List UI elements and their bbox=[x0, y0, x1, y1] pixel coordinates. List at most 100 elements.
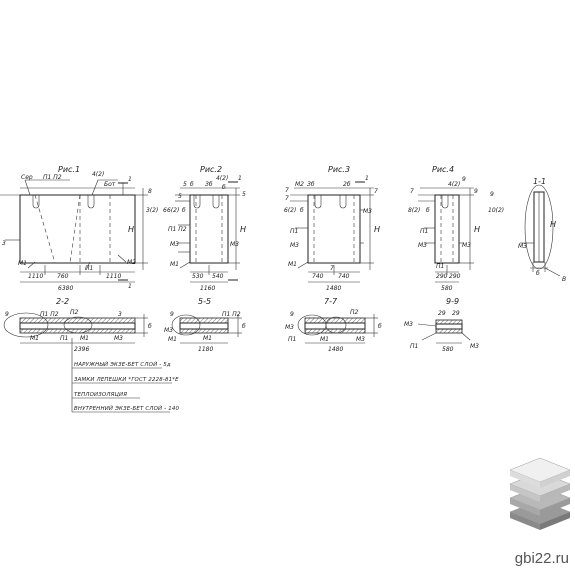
fig1-label-p1p2: П1 П2 bbox=[43, 174, 62, 181]
fig1-label-8: 8 bbox=[148, 188, 152, 195]
site-url[interactable]: gbi22.ru bbox=[514, 550, 569, 567]
figure-4: Рис.4 4(2) 9 9 7 8(2) б П1 М3 М3 10(2) 9… bbox=[408, 165, 504, 292]
fig2-label-62: 6(2) bbox=[167, 207, 179, 214]
s77-label-1480: 1480 bbox=[328, 346, 343, 353]
fig3-label-p1: П1 bbox=[290, 228, 298, 235]
section-9-9: 9-9 М3 29 29 П1 М3 580 bbox=[404, 297, 479, 353]
fig4-label-m3b: М3 bbox=[462, 242, 471, 249]
section-5-5: 5-5 9 П1 П2 М3 М1 М1 б 1180 bbox=[164, 297, 246, 353]
fig1-label-1b: 1 bbox=[128, 283, 132, 290]
fig3-label-1480: 1480 bbox=[326, 285, 341, 292]
fig1-label-h: Н bbox=[128, 225, 134, 234]
fig4-label-82: 8(2) bbox=[408, 207, 420, 214]
stacked-slabs-icon bbox=[509, 457, 571, 530]
s77-caption: 7-7 bbox=[324, 297, 338, 306]
s55-label-m3: М3 bbox=[164, 327, 173, 334]
s77-label-9: 9 bbox=[290, 311, 294, 318]
s22-label-3: 3 bbox=[118, 311, 122, 318]
fig4-label-290a: 290 bbox=[436, 273, 448, 280]
s22-label-b: б bbox=[148, 323, 152, 330]
fig2-caption: Рис.2 bbox=[200, 165, 222, 174]
fig2-label-5c: 5 bbox=[242, 191, 246, 198]
fig3-label-7b: 7 bbox=[374, 188, 378, 195]
fig1-label-760: 760 bbox=[57, 273, 69, 280]
s77-label-m3a: М3 bbox=[285, 324, 294, 331]
fig3-label-1: 1 bbox=[365, 175, 369, 182]
legend-insulation: ТЕПЛОИЗОЛЯЦИЯ bbox=[74, 392, 127, 398]
fig1-panel bbox=[19, 194, 136, 264]
fig4-label-7: 7 bbox=[410, 188, 414, 195]
s22-label-p1: П1 bbox=[60, 335, 68, 342]
s22-label-m3: М3 bbox=[114, 335, 123, 342]
fig2-label-5a: 5 bbox=[183, 181, 187, 188]
fig1-label-3: 3 bbox=[2, 240, 6, 247]
s77-label-p2: П2 bbox=[350, 309, 359, 316]
fig4-label-102: 10(2) bbox=[488, 207, 504, 214]
fig3-label-m1: М1 bbox=[288, 261, 297, 268]
fig4-label-h: Н bbox=[474, 225, 480, 234]
fig2-label-530: 530 bbox=[192, 273, 204, 280]
fig4-label-p1: П1 bbox=[420, 228, 428, 235]
fig3-label-h: Н bbox=[374, 225, 380, 234]
legend-outer-layer: НАРУЖНЫЙ ЭКЗЕ-БЕТ СЛОЙ - 5д bbox=[74, 361, 171, 368]
fig3-label-740b: 740 bbox=[338, 273, 350, 280]
s55-label-b: б bbox=[242, 323, 246, 330]
s77-label-p1: П1 bbox=[288, 336, 296, 343]
section-2-2: 2-2 9 П1 П2 П2 3 б М1 П1 М1 М3 2396 bbox=[3, 297, 152, 353]
fig3-label-m2: М2 bbox=[295, 181, 304, 188]
fig4-label-b: б bbox=[426, 207, 430, 214]
fig3-label-b: б bbox=[300, 207, 304, 214]
fig3-label-7a: 7 bbox=[285, 187, 289, 194]
layer-legend: НАРУЖНЫЙ ЭКЗЕ-БЕТ СЛОЙ - 5д ЗАМКИ ЛЕПЕШК… bbox=[71, 338, 180, 413]
fig5-label-b: б bbox=[536, 270, 540, 277]
s99-label-29a: 29 bbox=[438, 310, 446, 317]
fig4-label-580: 580 bbox=[441, 285, 453, 292]
s99-label-m3a: М3 bbox=[404, 321, 413, 328]
fig4-label-m3a: М3 bbox=[418, 242, 427, 249]
fig1-label-p1: П1 bbox=[85, 265, 93, 272]
s77-label-m1: М1 bbox=[320, 336, 329, 343]
fig1-label-1110b: 1110 bbox=[106, 273, 121, 280]
fig4-panel bbox=[434, 194, 460, 264]
s22-label-9: 9 bbox=[5, 311, 9, 318]
fig2-label-3b: Зб bbox=[205, 181, 213, 188]
fig1-label-6380: 6380 bbox=[58, 285, 73, 292]
fig3-label-m3a: М3 bbox=[290, 242, 299, 249]
fig3-caption: Рис.3 bbox=[328, 165, 350, 174]
fig1-label-6: 6 bbox=[163, 207, 167, 214]
legend-inner-layer: ВНУТРЕННИЙ ЭКЗЕ-БЕТ СЛОЙ - 140 bbox=[74, 405, 180, 412]
fig5-label-v: В bbox=[562, 276, 566, 283]
fig3-label-62: 6(2) bbox=[284, 207, 296, 214]
fig3-label-7d: 7 bbox=[330, 265, 334, 272]
fig2-panel bbox=[189, 194, 229, 264]
s99-caption: 9-9 bbox=[446, 297, 459, 306]
s22-label-2396: 2396 bbox=[74, 346, 89, 353]
s99-label-p1: П1 bbox=[410, 343, 418, 350]
s55-label-m1b: М1 bbox=[203, 335, 212, 342]
fig3-label-m3b: М3 bbox=[363, 208, 372, 215]
legend-anchors: ЗАМКИ ЛЕПЕШКИ *ГОСТ 2228-81*Е bbox=[74, 377, 179, 383]
s22-label-p1p2: П1 П2 bbox=[40, 311, 59, 318]
s77-label-b: б bbox=[378, 323, 382, 330]
s99-label-29b: 29 bbox=[452, 310, 460, 317]
fig3-label-3b: Зб bbox=[307, 181, 315, 188]
fig1-label-m2: М2 bbox=[127, 259, 136, 266]
fig3-panel bbox=[307, 194, 361, 264]
fig1-label-1110a: 1110 bbox=[28, 273, 43, 280]
s55-label-p1p2: П1 П2 bbox=[222, 311, 241, 318]
fig1-label-m1: М1 bbox=[18, 260, 27, 267]
s22-label-p2: П2 bbox=[70, 309, 79, 316]
fig2-label-b2: б bbox=[222, 184, 226, 191]
fig1-caption: Рис.1 bbox=[58, 165, 80, 174]
s55-label-1180: 1180 bbox=[198, 346, 213, 353]
fig1-label-ser: Сер bbox=[21, 174, 33, 181]
figure-2: Рис.2 5 5 б Зб 4(2) б 1 П1 П2 6(2) б М3 … bbox=[167, 165, 246, 292]
fig4-label-9a: 9 bbox=[474, 188, 478, 195]
fig3-label-7c: 7 bbox=[285, 195, 289, 202]
s99-label-m3b: М3 bbox=[470, 343, 479, 350]
fig2-label-m1: М1 bbox=[170, 261, 179, 268]
fig2-label-h: Н bbox=[240, 225, 246, 234]
fig2-label-42: 4(2) bbox=[216, 175, 228, 182]
fig4-caption: Рис.4 bbox=[432, 165, 454, 174]
